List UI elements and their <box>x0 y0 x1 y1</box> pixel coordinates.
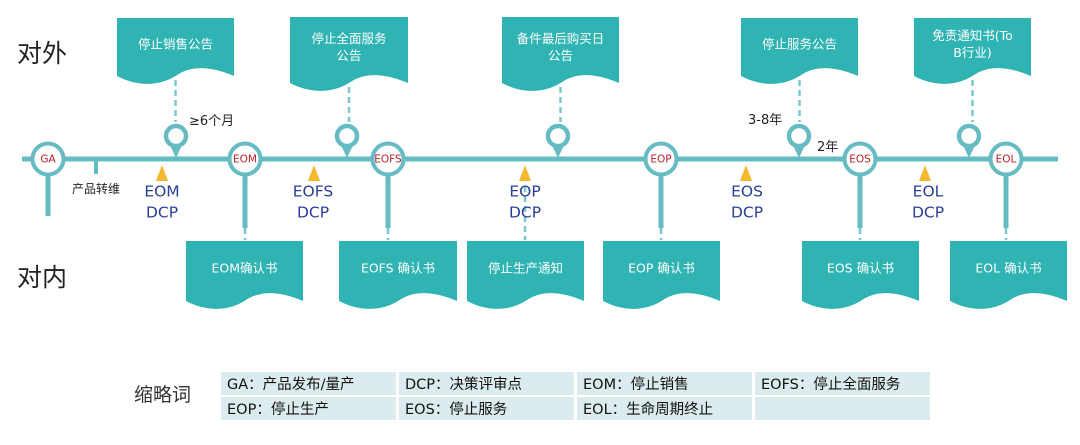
location-pin-icon <box>786 123 812 149</box>
external-box-stop-sales <box>117 18 234 84</box>
dcp-label-eol: EOL <box>913 183 944 201</box>
internal-box-eos-confirm <box>802 241 919 309</box>
legend-cell: EOFS：停止全面服务 <box>755 372 930 395</box>
dcp-triangle-icon <box>308 165 320 181</box>
location-pin-icon <box>334 123 360 149</box>
node-label-eop: EOP <box>650 154 671 166</box>
external-box-text: 停止服务公告 <box>762 37 837 52</box>
legend-cell: EOP：停止生产 <box>221 397 396 420</box>
node-label-eol: EOL <box>996 154 1017 166</box>
legend-row: GA：产品发布/量产 DCP：决策评审点 EOM：停止销售 EOFS：停止全面服… <box>221 372 930 395</box>
external-box-text: 停止全面服务 <box>311 31 386 46</box>
dcp-triangle-icon <box>740 165 752 181</box>
location-pin-icon <box>163 123 189 149</box>
dcp-label-eos: DCP <box>731 203 763 221</box>
internal-box-eop-confirm <box>603 241 720 309</box>
external-box-stop-full-service <box>290 17 408 91</box>
internal-box-text: EOP 确认书 <box>628 261 695 276</box>
external-box-last-buy <box>502 17 619 91</box>
internal-box-stop-production <box>467 241 584 309</box>
node-circle-ga <box>30 141 66 177</box>
dcp-label-eofs: EOFS <box>293 183 333 201</box>
node-label-eofs: EOFS <box>374 154 402 166</box>
node-circle-eofs <box>370 141 406 177</box>
dcp-label-eop: DCP <box>509 203 541 221</box>
dcp-label-eos: EOS <box>731 183 763 201</box>
dcp-label-eol: DCP <box>912 203 944 221</box>
product-transfer-note: 产品转维 <box>72 182 121 196</box>
node-label-eos: EOS <box>849 154 871 166</box>
internal-box-text: 停止生产通知 <box>488 261 563 276</box>
external-box-text: B行业) <box>953 45 991 60</box>
legend-cell: EOL：生命周期终止 <box>577 397 752 420</box>
external-box-text: 公告 <box>548 48 573 63</box>
abbreviation-legend: GA：产品发布/量产 DCP：决策评审点 EOM：停止销售 EOFS：停止全面服… <box>218 370 933 422</box>
two-years-note: 2年 <box>817 140 839 155</box>
internal-box-text: EOFS 确认书 <box>361 261 435 276</box>
three-eight-years-note: 3-8年 <box>748 113 783 128</box>
internal-box-text: EOM确认书 <box>211 261 277 276</box>
internal-label: 对内 <box>17 263 68 292</box>
internal-box-text: EOL 确认书 <box>975 261 1041 276</box>
external-box-stop-service <box>741 18 858 84</box>
external-box-disclaimer <box>914 18 1031 84</box>
internal-box-eol-confirm <box>950 241 1067 309</box>
legend-cell: EOS：停止服务 <box>399 397 574 420</box>
dcp-label-eofs: DCP <box>297 203 329 221</box>
external-box-text: 公告 <box>336 48 361 63</box>
node-circle-eol <box>988 141 1024 177</box>
location-pin-icon <box>956 123 982 149</box>
legend-cell: GA：产品发布/量产 <box>221 372 396 395</box>
dcp-label-eom: EOM <box>144 183 179 201</box>
legend-cell: EOM：停止销售 <box>577 372 752 395</box>
dcp-triangle-icon <box>519 165 531 181</box>
node-circle-eos <box>842 141 878 177</box>
legend-title: 缩略词 <box>134 384 192 406</box>
external-box-text: 备件最后购买日 <box>517 31 605 46</box>
six-months-note: ≥6个月 <box>189 114 235 129</box>
external-label: 对外 <box>17 39 68 68</box>
legend-cell: DCP：决策评审点 <box>399 372 574 395</box>
node-circle-eom <box>227 141 263 177</box>
legend-cell <box>755 397 930 420</box>
dcp-triangle-icon <box>156 165 168 181</box>
external-box-text: 免责通知书(To <box>932 28 1013 43</box>
location-pin-icon <box>545 123 571 149</box>
dcp-label-eom: DCP <box>146 203 178 221</box>
external-box-text: 停止销售公告 <box>138 37 213 52</box>
dcp-label-eop: EOP <box>509 183 540 201</box>
node-label-ga: GA <box>40 154 56 166</box>
internal-box-eom-confirm <box>186 241 303 309</box>
node-circle-eop <box>643 141 679 177</box>
dcp-triangle-icon <box>919 165 931 181</box>
internal-box-eofs-confirm <box>339 241 457 309</box>
legend-row: EOP：停止生产 EOS：停止服务 EOL：生命周期终止 <box>221 397 930 420</box>
internal-box-text: EOS 确认书 <box>827 261 894 276</box>
node-label-eom: EOM <box>233 154 257 166</box>
